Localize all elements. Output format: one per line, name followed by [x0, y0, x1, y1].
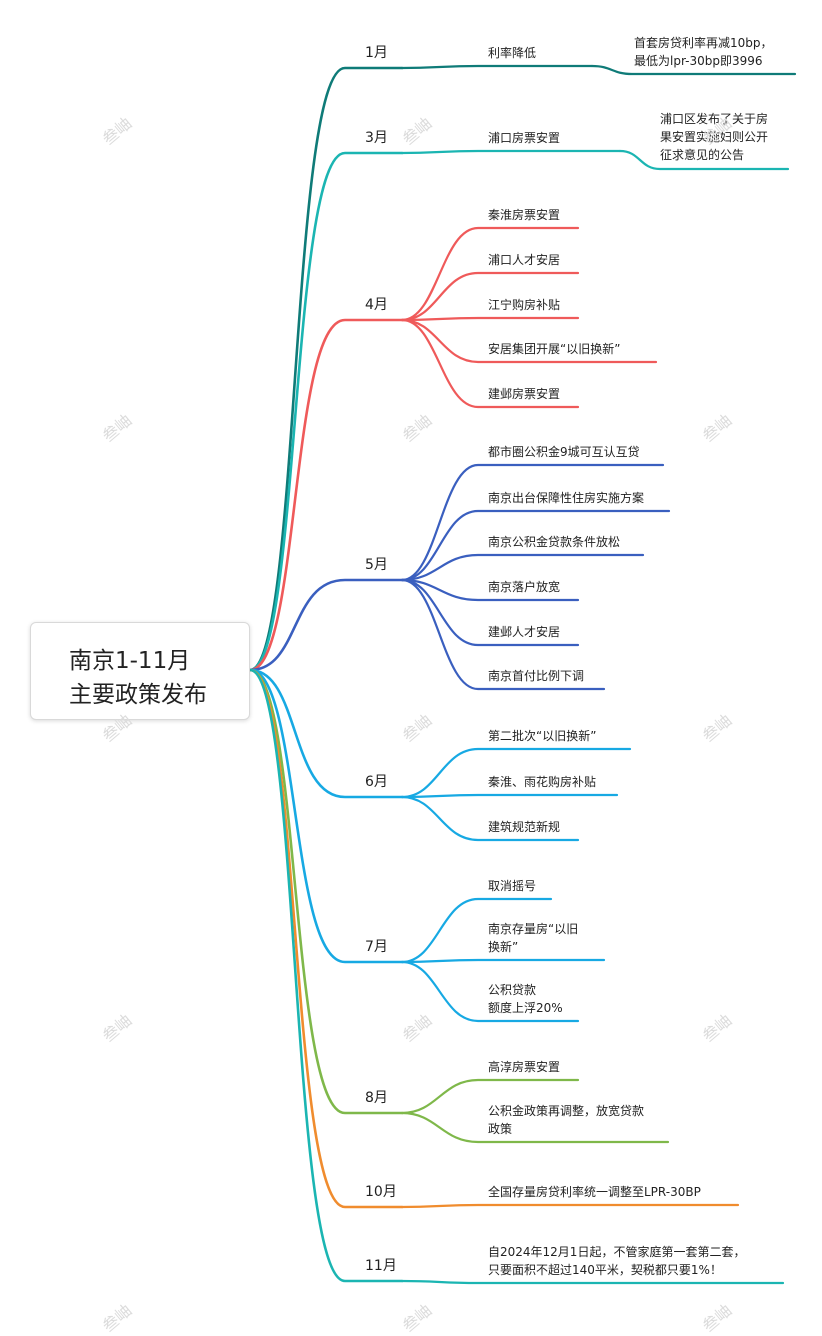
month-label-5: 6月 — [365, 774, 388, 790]
month-label-2: 3月 — [365, 130, 388, 146]
leaf-connector-6-1 — [400, 897, 553, 964]
leaf-connector-8-1 — [400, 1203, 740, 1209]
leaf-connector-6-2 — [400, 958, 606, 964]
policy-item: 建邺人才安居 — [488, 625, 561, 639]
month-label-9: 11月 — [365, 1258, 397, 1274]
policy-item: 都市圈公积金9城可互认互贷 — [488, 445, 640, 459]
branch-connector-2 — [248, 151, 404, 672]
policy-item: 秦淮房票安置 — [488, 208, 561, 222]
policy-item: 南京出台保障性住房实施方案 — [488, 491, 645, 505]
branch-connector-3 — [248, 318, 404, 672]
branch-connector-7 — [248, 668, 404, 1115]
leaf-connector-6-3 — [400, 960, 580, 1023]
policy-item: 利率降低 — [488, 46, 537, 60]
policy-item: 南京落户放宽 — [488, 580, 561, 594]
policy-item: 南京公积金贷款条件放松 — [488, 535, 621, 549]
policy-item: 江宁购房补贴 — [488, 298, 561, 312]
month-label-6: 7月 — [365, 939, 388, 955]
leaf-connector-7-1 — [400, 1078, 580, 1115]
month-label-3: 4月 — [365, 297, 388, 313]
policy-item: 自2024年12月1日起，不管家庭第一套第二套， 只要面积不超过140平米，契税… — [488, 1245, 746, 1277]
leaf-connector-5-3 — [400, 795, 580, 842]
policy-detail-line: 征求意见的公告 — [660, 148, 745, 162]
leaf-connector-4-5 — [400, 578, 580, 647]
detail-connector-2 — [618, 149, 790, 171]
policy-item: 安居集团开展“以旧换新” — [488, 342, 621, 356]
policy-detail-line: 首套房贷利率再减10bp， — [634, 36, 773, 50]
policy-item: 浦口房票安置 — [488, 131, 561, 145]
policy-item: 高淳房票安置 — [488, 1060, 561, 1074]
policy-item: 建筑规范新规 — [488, 820, 561, 834]
detail-connector-1 — [590, 64, 797, 76]
policy-detail-line: 浦口区发布了关于房 — [660, 112, 769, 126]
policy-item: 南京首付比例下调 — [488, 669, 585, 683]
root-topic[interactable]: 南京1-11月 主要政策发布 — [30, 622, 250, 720]
leaf-connector-4-3 — [400, 553, 645, 582]
month-label-4: 5月 — [365, 557, 388, 573]
month-label-7: 8月 — [365, 1090, 388, 1106]
leaf-connector-5-2 — [400, 793, 619, 799]
policy-item: 全国存量房贷利率统一调整至LPR-30BP — [488, 1185, 701, 1199]
policy-item: 南京存量房“以旧 换新” — [488, 922, 579, 954]
leaf-connector-2-1 — [400, 149, 622, 155]
branch-connector-5 — [248, 668, 404, 799]
policy-item: 浦口人才安居 — [488, 253, 561, 267]
policy-item: 公积贷款 额度上浮20% — [488, 983, 563, 1015]
policy-item: 第二批次“以旧换新” — [488, 729, 597, 743]
leaf-connector-3-2 — [400, 271, 580, 322]
leaf-connector-4-1 — [400, 463, 665, 582]
policy-detail-line: 果安置实施妇则公开 — [660, 130, 769, 144]
leaf-connector-3-3 — [400, 316, 580, 322]
leaf-connector-3-1 — [400, 226, 580, 322]
leaf-connector-3-5 — [400, 318, 580, 409]
policy-item: 公积金政策再调整，放宽贷款 政策 — [488, 1104, 645, 1136]
leaf-connector-4-2 — [400, 509, 671, 582]
leaf-connector-4-6 — [400, 578, 606, 691]
policy-detail-line: 最低为lpr-30bp即3996 — [634, 54, 763, 68]
branch-connector-9 — [248, 668, 404, 1283]
leaf-connector-4-4 — [400, 578, 580, 602]
root-title-line2: 主要政策发布 — [69, 682, 207, 708]
branch-connector-6 — [248, 668, 404, 964]
month-label-8: 10月 — [365, 1184, 397, 1200]
root-title-line1: 南京1-11月 — [69, 648, 191, 674]
policy-item: 建邺房票安置 — [488, 387, 561, 401]
leaf-connector-9-1 — [400, 1279, 785, 1285]
branch-connector-4 — [248, 578, 404, 672]
leaf-connector-7-2 — [400, 1111, 670, 1144]
month-label-1: 1月 — [365, 45, 388, 61]
leaf-connector-5-1 — [400, 747, 632, 799]
policy-item: 取消摇号 — [488, 879, 537, 893]
policy-item: 秦淮、雨花购房补贴 — [488, 775, 597, 789]
leaf-connector-1-1 — [400, 64, 594, 70]
leaf-connector-3-4 — [400, 318, 658, 364]
